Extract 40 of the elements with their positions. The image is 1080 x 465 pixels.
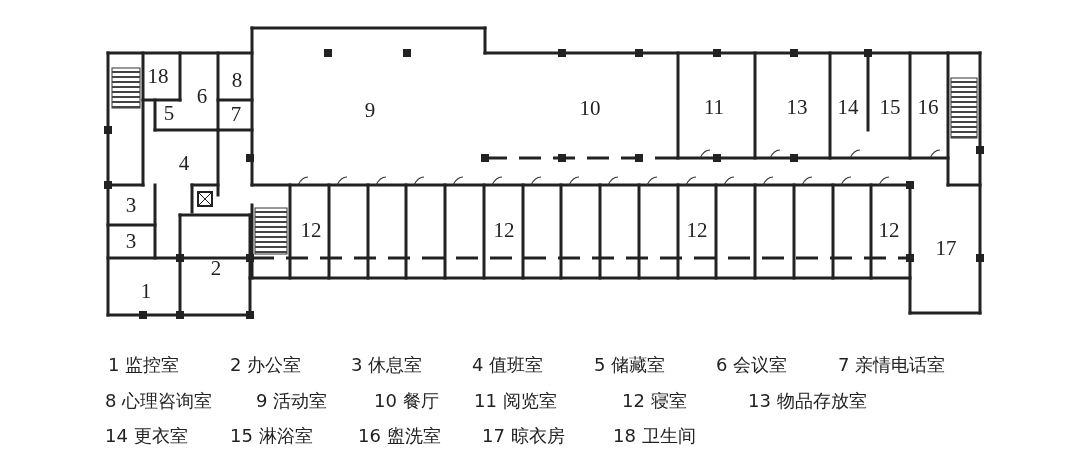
room-number: 12: [493, 219, 515, 241]
room-number: 12: [878, 219, 900, 241]
room-key-entry: 9 活动室: [256, 392, 328, 410]
room-number: 2: [210, 257, 222, 279]
room-number: 12: [686, 219, 708, 241]
room-key-entry: 18 卫生间: [613, 427, 696, 445]
room-key-entry: 16 盥洗室: [358, 427, 441, 445]
room-number: 16: [917, 96, 939, 118]
room-key-entry: 3 休息室: [351, 356, 423, 374]
room-key-entry: 5 储藏室: [594, 356, 666, 374]
room-key-entry: 4 值班室: [472, 356, 544, 374]
room-number: 17: [935, 237, 957, 259]
room-key-entry: 15 淋浴室: [230, 427, 313, 445]
room-number: 9: [364, 99, 376, 121]
room-key-entry: 11 阅览室: [474, 392, 557, 410]
room-key-entry: 8 心理咨询室: [105, 392, 213, 410]
room-number: 6: [196, 85, 208, 107]
room-key-entry: 2 办公室: [230, 356, 302, 374]
room-number: 15: [879, 96, 901, 118]
room-number: 7: [230, 103, 242, 125]
room-number: 10: [579, 97, 601, 119]
room-number: 5: [163, 102, 175, 124]
room-key-entry: 17 晾衣房: [482, 427, 565, 445]
room-key-entry: 14 更衣室: [105, 427, 188, 445]
room-number: 11: [703, 96, 725, 118]
room-key-entry: 10 餐厅: [374, 392, 439, 410]
room-key-entry: 7 亲情电话室: [838, 356, 946, 374]
room-key-entry: 13 物品存放室: [748, 392, 867, 410]
room-number: 4: [178, 152, 190, 174]
room-key-entry: 6 会议室: [716, 356, 788, 374]
room-number: 12: [300, 219, 322, 241]
room-number: 8: [231, 69, 243, 91]
room-number: 1: [140, 280, 152, 302]
room-number: 3: [125, 194, 137, 216]
room-number: 3: [125, 230, 137, 252]
room-key-entry: 1 监控室: [108, 356, 180, 374]
room-number: 13: [786, 96, 808, 118]
room-number: 18: [147, 65, 169, 87]
room-key-entry: 12 寝室: [622, 392, 687, 410]
room-number: 14: [837, 96, 859, 118]
